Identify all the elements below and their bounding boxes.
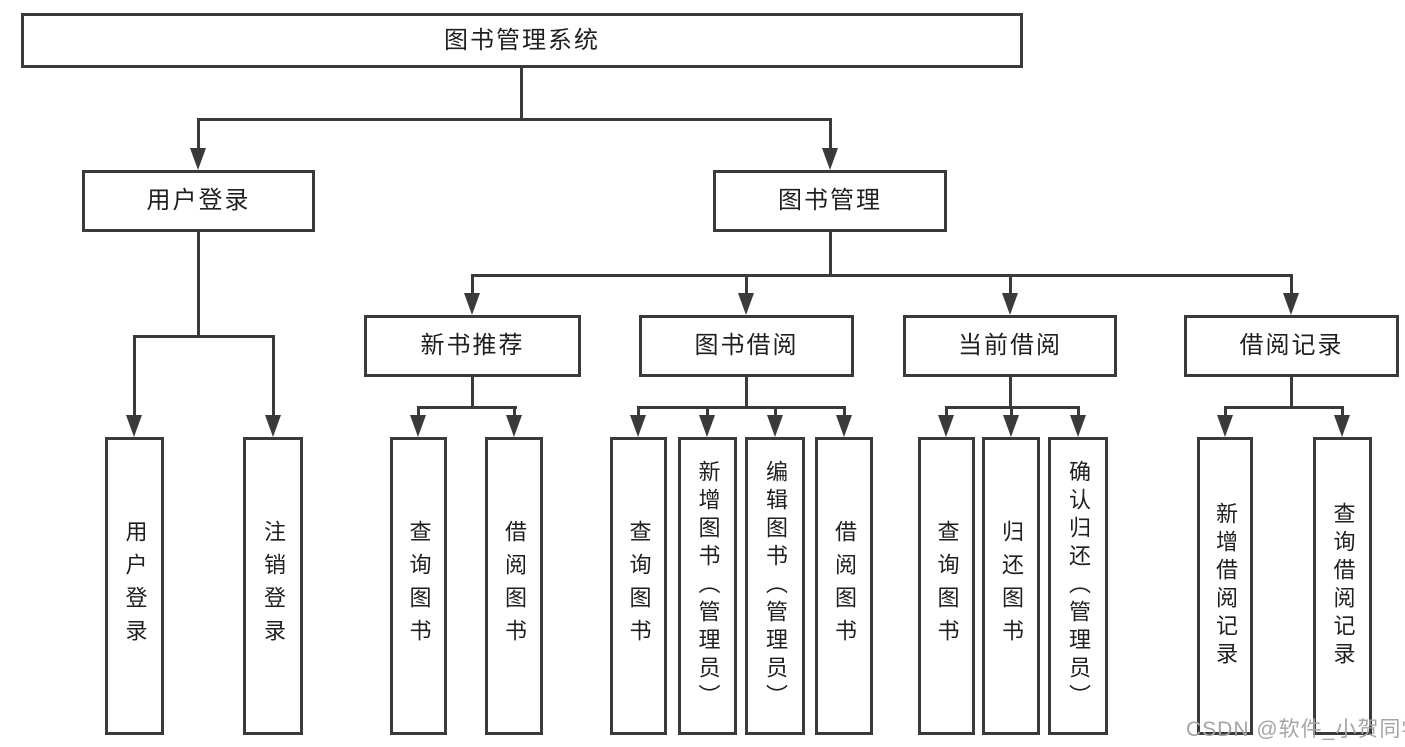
connector-line <box>197 118 832 121</box>
arrowhead-icon <box>767 415 783 437</box>
arrowhead-icon <box>410 415 426 437</box>
node-label: 借阅记录 <box>1239 332 1344 359</box>
arrowhead-icon <box>822 148 838 170</box>
arrowhead-icon <box>126 415 142 437</box>
leaf-return-books: 归还图书 <box>982 437 1040 735</box>
connector-line <box>1077 406 1080 416</box>
node-label: 图书管理系统 <box>444 26 600 54</box>
connector-line <box>637 406 640 416</box>
connector-line <box>417 406 517 409</box>
node-new-book-recommendation: 新书推荐 <box>364 315 581 377</box>
node-label: 查询借阅记录 <box>1330 502 1356 670</box>
node-label: 查询图书 <box>406 520 432 652</box>
node-label: 查询图书 <box>934 520 960 652</box>
connector-line <box>471 377 474 407</box>
arrowhead-icon <box>1217 415 1233 437</box>
leaf-add-borrow-record: 新增借阅记录 <box>1197 437 1253 735</box>
node-label: 查询图书 <box>626 520 652 652</box>
node-label: 用户登录 <box>122 520 148 652</box>
arrowhead-icon <box>265 415 281 437</box>
arrowhead-icon <box>699 415 715 437</box>
arrowhead-icon <box>1283 293 1299 315</box>
arrowhead-icon <box>190 148 206 170</box>
node-user-login: 用户登录 <box>82 170 315 232</box>
node-book-borrowing: 图书借阅 <box>639 315 854 377</box>
connector-line <box>133 335 136 416</box>
arrowhead-icon <box>836 415 852 437</box>
node-label: 图书借阅 <box>694 332 799 359</box>
node-label: 图书管理 <box>778 187 882 214</box>
leaf-borrow-books: 借阅图书 <box>815 437 873 735</box>
connector-line <box>272 335 275 416</box>
arrowhead-icon <box>738 293 754 315</box>
node-borrowing-records: 借阅记录 <box>1184 315 1399 377</box>
arrowhead-icon <box>506 415 522 437</box>
connector-line <box>637 406 846 409</box>
node-book-management: 图书管理 <box>713 170 947 232</box>
leaf-confirm-return-admin: 确认归还（管理员） <box>1048 437 1108 735</box>
leaf-query-borrow-record: 查询借阅记录 <box>1313 437 1372 735</box>
connector-line <box>197 118 200 149</box>
node-label: 新增借阅记录 <box>1213 502 1238 670</box>
node-label: 归还图书 <box>999 520 1024 652</box>
connector-line <box>1290 377 1293 407</box>
node-label: 当前借阅 <box>958 332 1062 359</box>
leaf-edit-books-admin: 编辑图书（管理员） <box>745 437 805 735</box>
node-label: 注销登录 <box>261 520 286 652</box>
leaf-query-books: 查询图书 <box>610 437 667 735</box>
connector-line <box>1009 274 1012 294</box>
leaf-borrow-books: 借阅图书 <box>485 437 543 735</box>
watermark: CSDN @软件_小贺同学 <box>1186 718 1405 741</box>
node-label: 新书推荐 <box>420 332 525 359</box>
connector-line <box>471 274 474 294</box>
leaf-add-books-admin: 新增图书（管理员） <box>678 437 737 735</box>
node-label: 新增图书（管理员） <box>695 460 721 712</box>
arrowhead-icon <box>1334 415 1350 437</box>
arrowhead-icon <box>938 415 954 437</box>
leaf-query-books: 查询图书 <box>390 437 447 735</box>
node-label: 编辑图书（管理员） <box>763 460 788 712</box>
connector-line <box>1224 406 1227 416</box>
node-label: 借阅图书 <box>502 520 527 652</box>
connector-line <box>133 335 275 338</box>
connector-line <box>1290 274 1293 294</box>
connector-line <box>829 232 832 275</box>
leaf-logout: 注销登录 <box>243 437 303 735</box>
connector-line <box>745 274 748 294</box>
node-label: 确认归还（管理员） <box>1066 460 1091 712</box>
arrowhead-icon <box>1002 293 1018 315</box>
connector-line <box>197 232 200 336</box>
node-library-management-system: 图书管理系统 <box>21 13 1023 68</box>
leaf-query-books: 查询图书 <box>918 437 975 735</box>
connector-line <box>774 406 777 416</box>
leaf-user-login: 用户登录 <box>105 437 164 735</box>
connector-line <box>513 406 516 416</box>
connector-line <box>471 274 1293 277</box>
connector-line <box>843 406 846 416</box>
node-current-borrowing: 当前借阅 <box>903 315 1117 377</box>
connector-line <box>745 377 748 407</box>
connector-line <box>520 68 523 119</box>
connector-line <box>1009 377 1012 407</box>
connector-line <box>417 406 420 416</box>
node-label: 借阅图书 <box>832 520 857 652</box>
node-label: 用户登录 <box>146 187 251 214</box>
connector-line <box>1341 406 1344 416</box>
arrowhead-icon <box>630 415 646 437</box>
connector-line <box>1010 406 1013 416</box>
connector-line <box>1224 406 1344 409</box>
connector-line <box>829 118 832 149</box>
connector-line <box>706 406 709 416</box>
arrowhead-icon <box>1003 415 1019 437</box>
connector-line <box>945 406 948 416</box>
arrowhead-icon <box>1070 415 1086 437</box>
arrowhead-icon <box>464 293 480 315</box>
